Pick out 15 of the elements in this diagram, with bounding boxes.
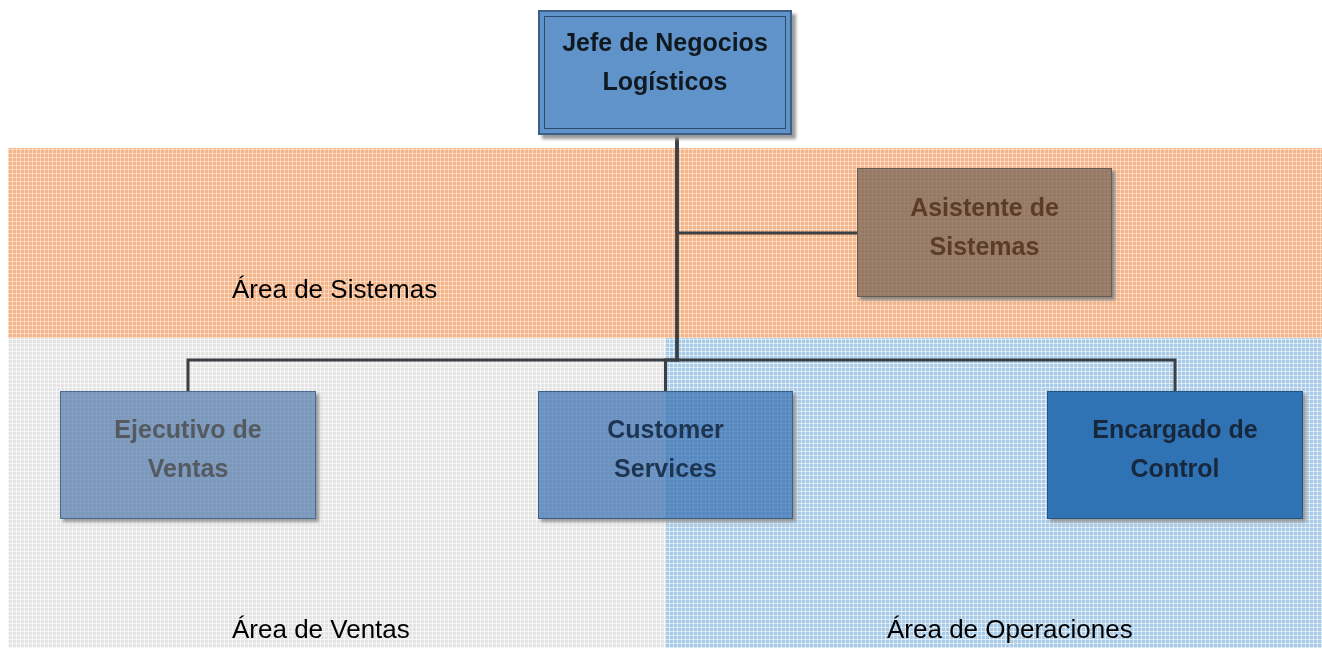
org-box [1047, 391, 1303, 519]
area-label: Área de Operaciones [887, 614, 1133, 645]
role-title: Encargado de Control [1091, 414, 1259, 484]
org-box [60, 391, 316, 519]
role-title: Jefe de Negocios Logísticos [561, 26, 769, 97]
connector-line [675, 135, 1177, 391]
role-title: Ejecutivo de Ventas [113, 414, 263, 484]
area-label: Área de Sistemas [232, 274, 438, 305]
org-box [538, 391, 793, 519]
area-band [8, 148, 1322, 338]
area-label: Área de Ventas [232, 614, 410, 645]
org-box [857, 168, 1112, 297]
role-title: Asistente de Sistemas [909, 191, 1060, 262]
role-title: Customer Services [606, 414, 725, 484]
org-box [538, 10, 792, 135]
